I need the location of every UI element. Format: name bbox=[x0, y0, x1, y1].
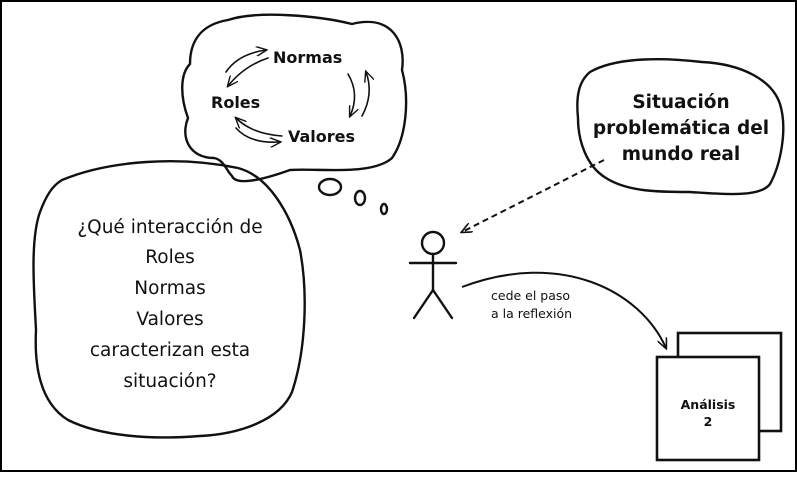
arrow-label-line-2: a la reflexión bbox=[491, 306, 572, 321]
thought-bubble-medium bbox=[353, 189, 367, 207]
right-situation-cloud bbox=[576, 57, 785, 196]
left-cloud-line-2: Roles bbox=[145, 247, 195, 268]
left-cloud-line-3: Normas bbox=[134, 278, 205, 299]
top-cloud-valores: Valores bbox=[288, 127, 355, 146]
dashed-arrow bbox=[462, 159, 605, 232]
left-question-cloud bbox=[32, 160, 306, 439]
left-cloud-line-5: caracterizan esta bbox=[90, 340, 250, 361]
cycle-arrows bbox=[225, 50, 369, 142]
left-cloud-line-4: Valores bbox=[136, 309, 203, 330]
left-cloud-line-6: situación? bbox=[123, 371, 216, 392]
left-cloud-line-1: ¿Qué interacción de bbox=[77, 217, 262, 238]
analysis-box-front bbox=[655, 355, 761, 462]
analysis-box-title: Análisis bbox=[681, 397, 736, 412]
right-cloud-line-1: Situación bbox=[632, 92, 729, 113]
top-thought-cloud bbox=[181, 13, 408, 183]
analysis-box-number: 2 bbox=[704, 414, 713, 429]
right-cloud-line-2: problemática del bbox=[593, 118, 769, 139]
top-cloud-normas: Normas bbox=[273, 48, 342, 67]
person-icon bbox=[408, 230, 458, 320]
curved-arrow bbox=[461, 271, 666, 348]
thought-bubble-large bbox=[317, 177, 343, 197]
arrow-label-line-1: cede el paso bbox=[491, 288, 570, 303]
right-cloud-line-3: mundo real bbox=[622, 144, 741, 165]
top-cloud-roles: Roles bbox=[211, 93, 260, 112]
thought-bubble-small bbox=[379, 202, 389, 216]
